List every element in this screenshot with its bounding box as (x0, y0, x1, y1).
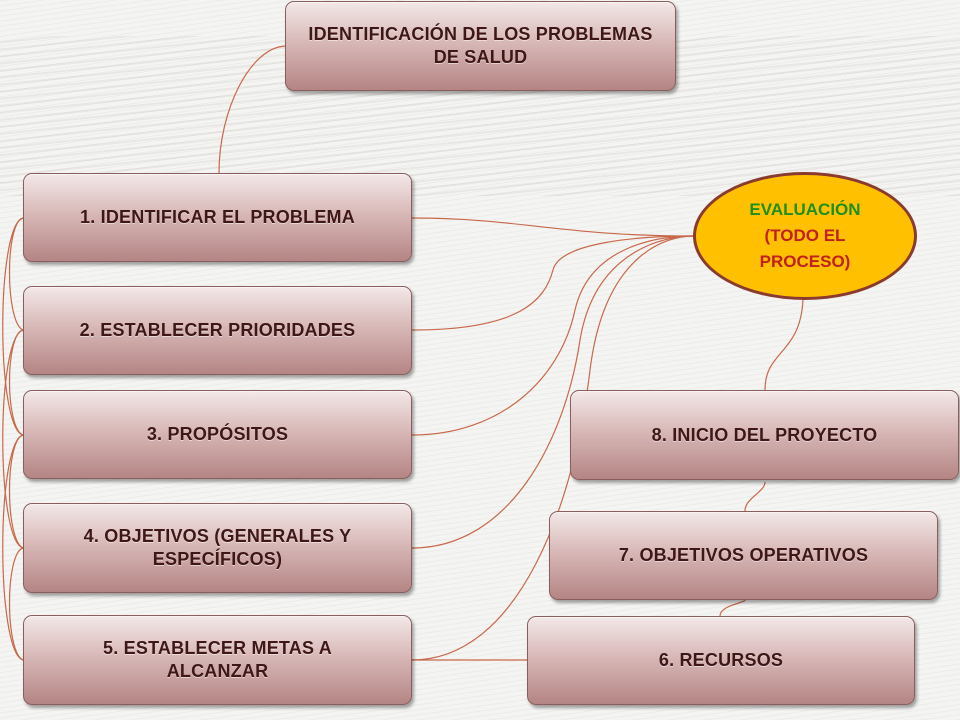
connector-step4-step5 (8, 547, 24, 661)
step-1-label: 1. IDENTIFICAR EL PROBLEMA (80, 207, 355, 227)
connector-step6-step7 (719, 599, 746, 617)
step-2-box: 2. ESTABLECER PRIORIDADES (23, 286, 412, 375)
evaluation-line-3: PROCESO) (759, 252, 851, 271)
connector-step7-step8 (744, 481, 766, 512)
connector-step3-evaluation (411, 235, 694, 436)
step-4-box: 4. OBJETIVOS (GENERALES Y ESPECÍFICOS) (23, 503, 412, 593)
connector-step1-evaluation (411, 217, 694, 237)
step-8-box: 8. INICIO DEL PROYECTO (570, 390, 959, 480)
connector-step3-step5 (2, 434, 24, 661)
header-label: IDENTIFICACIÓN DE LOS PROBLEMAS DE SALUD (308, 24, 653, 67)
step-1-box: 1. IDENTIFICAR EL PROBLEMA (23, 173, 412, 262)
step-6-label: 6. RECURSOS (658, 650, 784, 670)
step-6-box: 6. RECURSOS (527, 616, 915, 705)
step-4-label: 4. OBJETIVOS (GENERALES Y ESPECÍFICOS) (83, 526, 352, 569)
step-3-box: 3. PROPÓSITOS (23, 390, 412, 479)
step-2-label: 2. ESTABLECER PRIORIDADES (79, 320, 356, 340)
step-5-label: 5. ESTABLECER METAS A ALCANZAR (103, 638, 332, 681)
connector-step2-evaluation (411, 235, 694, 331)
connector-header-step1 (218, 45, 286, 174)
connector-step2-step3 (8, 329, 24, 436)
connector-step4-evaluation (411, 235, 694, 549)
step-5-box: 5. ESTABLECER METAS A ALCANZAR (23, 615, 412, 705)
step-3-label: 3. PROPÓSITOS (146, 424, 289, 444)
step-8-label: 8. INICIO DEL PROYECTO (651, 424, 878, 445)
evaluation-title: EVALUACIÓN (749, 200, 861, 219)
connector-step1-step3 (2, 217, 24, 436)
connector-step8-evaluation (764, 299, 804, 391)
connector-step2-step4 (2, 329, 24, 549)
header-box: IDENTIFICACIÓN DE LOS PROBLEMAS DE SALUD (285, 1, 676, 91)
step-7-label: 7. OBJETIVOS OPERATIVOS (618, 545, 869, 565)
evaluation-ellipse: EVALUACIÓN (TODO EL PROCESO) (693, 172, 917, 300)
evaluation-line-2: (TODO EL (764, 226, 846, 245)
step-7-box: 7. OBJETIVOS OPERATIVOS (549, 511, 938, 600)
